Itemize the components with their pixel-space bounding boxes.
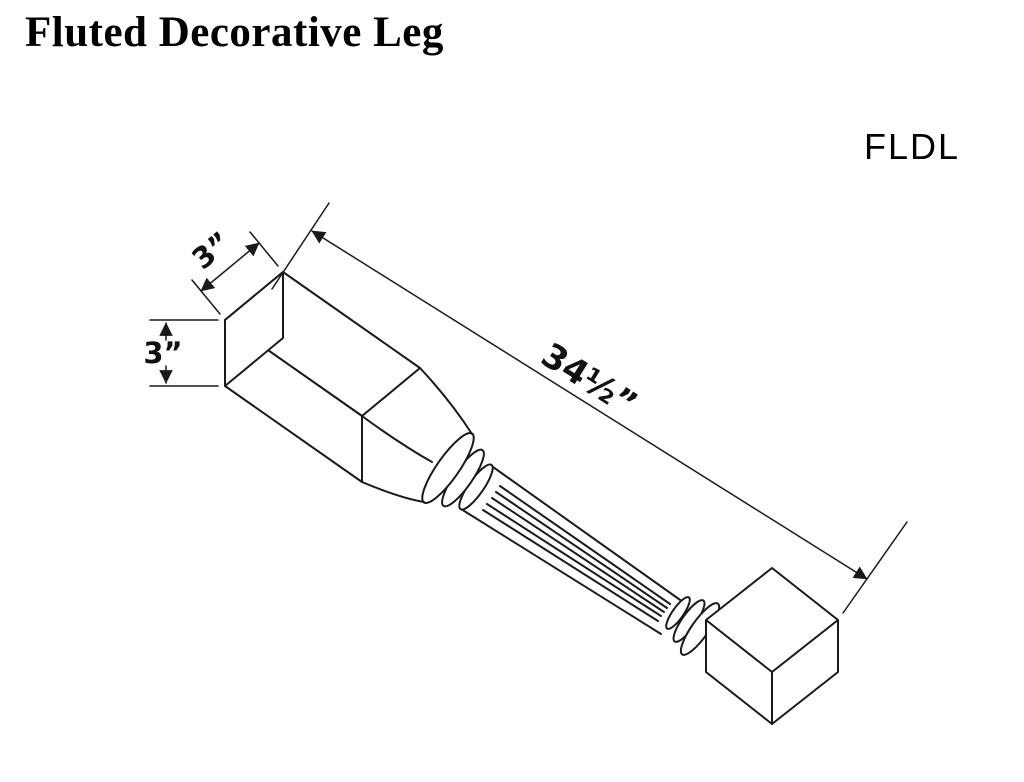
top-transition-rings (421, 432, 494, 511)
transition-curve-bottom (361, 481, 425, 503)
extension-line-a (191, 279, 221, 315)
page-title: Fluted Decorative Leg (25, 9, 444, 56)
transition-curve-top (419, 367, 473, 435)
product-code: FLDL (864, 126, 961, 167)
dimension-line (311, 230, 868, 580)
fluted-shaft (460, 466, 684, 635)
top-block-end-face (224, 271, 284, 387)
turned-ring (665, 596, 691, 630)
dim-top-width-label: 3” (185, 225, 237, 276)
bottom-block (705, 567, 839, 725)
dimension-line (200, 242, 260, 292)
flute-line (486, 503, 662, 617)
extension-line-top (271, 202, 330, 290)
flute-line (491, 497, 665, 613)
extension-line-bottom (842, 521, 908, 614)
flute-line (495, 491, 668, 609)
extension-line-b (249, 231, 279, 267)
dim-side-height: 3” (143, 319, 219, 387)
dim-side-height-label: 3” (143, 336, 182, 370)
